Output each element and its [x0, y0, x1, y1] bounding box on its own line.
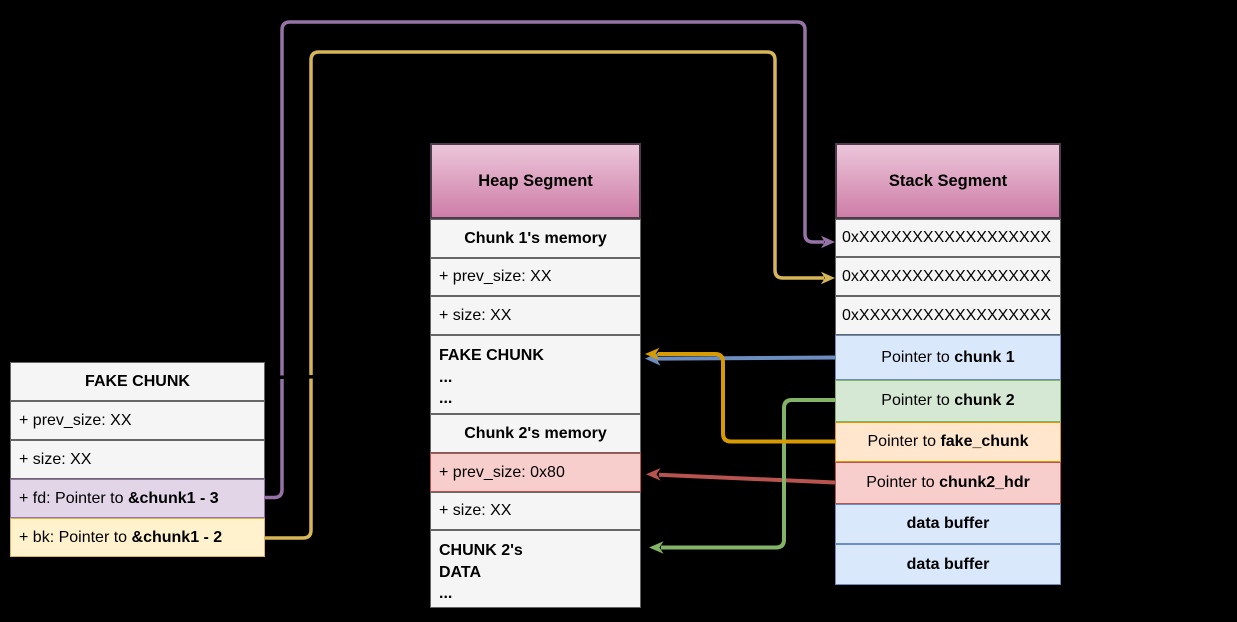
stack-row-pointer-chunk1: Pointer to chunk 1: [835, 335, 1061, 380]
stack-row-address-2: 0xXXXXXXXXXXXXXXXXXX: [835, 257, 1061, 296]
heap-segment-title: Heap Segment: [478, 171, 593, 190]
heap-segment-header: Heap Segment: [430, 143, 641, 219]
heap-row-chunk2-data: CHUNK 2's DATA ...: [430, 530, 641, 608]
stack-segment-title: Stack Segment: [888, 171, 1008, 190]
fake-chunk-title: FAKE CHUNK: [10, 362, 265, 401]
heap-row-prev-size-overwritten: + prev_size: 0x80: [430, 453, 641, 492]
stack-row-address-1: 0xXXXXXXXXXXXXXXXXXX: [835, 219, 1061, 257]
chunk2-pointer-arrow: [649, 398, 835, 554]
fake-chunk-link-line: [264, 373, 431, 380]
heap-row-size: + size: XX: [430, 296, 641, 335]
heap-row-chunk1-memory: Chunk 1's memory: [430, 219, 641, 258]
stack-segment-box: Stack Segment 0xXXXXXXXXXXXXXXXXXX 0xXXX…: [835, 143, 1061, 585]
heap-segment-box: Heap Segment Chunk 1's memory + prev_siz…: [430, 143, 641, 608]
heap-row-chunk2-memory: Chunk 2's memory: [430, 414, 641, 453]
chunk2-hdr-pointer-arrow: [646, 468, 836, 485]
chunk1-pointer-arrow: [645, 351, 836, 366]
heap-row-fake-chunk: FAKE CHUNK ... ...: [430, 335, 641, 414]
heap-row-prev-size: + prev_size: XX: [430, 258, 641, 296]
stack-segment-header: Stack Segment: [835, 143, 1061, 219]
stack-row-pointer-fake-chunk: Pointer to fake_chunk: [835, 422, 1061, 462]
stack-row-address-3: 0xXXXXXXXXXXXXXXXXXX: [835, 296, 1061, 335]
fake-chunk-title-label: FAKE CHUNK: [85, 372, 190, 390]
fake-chunk-pointer-arrow: [645, 347, 835, 444]
heap-row-size2: + size: XX: [430, 492, 641, 530]
stack-row-data-buffer-2: data buffer: [835, 544, 1061, 585]
fake-chunk-row-prev-size: + prev_size: XX: [10, 401, 265, 440]
stack-row-pointer-chunk2-hdr: Pointer to chunk2_hdr: [835, 462, 1061, 504]
fake-chunk-row-fd: + fd: Pointer to &chunk1 - 3: [10, 479, 265, 518]
stack-row-data-buffer-1: data buffer: [835, 504, 1061, 544]
fake-chunk-row-bk: + bk: Pointer to &chunk1 - 2: [10, 518, 265, 557]
stack-row-pointer-chunk2: Pointer to chunk 2: [835, 380, 1061, 422]
fake-chunk-row-size: + size: XX: [10, 440, 265, 479]
fake-chunk-box: FAKE CHUNK + prev_size: XX + size: XX + …: [10, 362, 265, 557]
